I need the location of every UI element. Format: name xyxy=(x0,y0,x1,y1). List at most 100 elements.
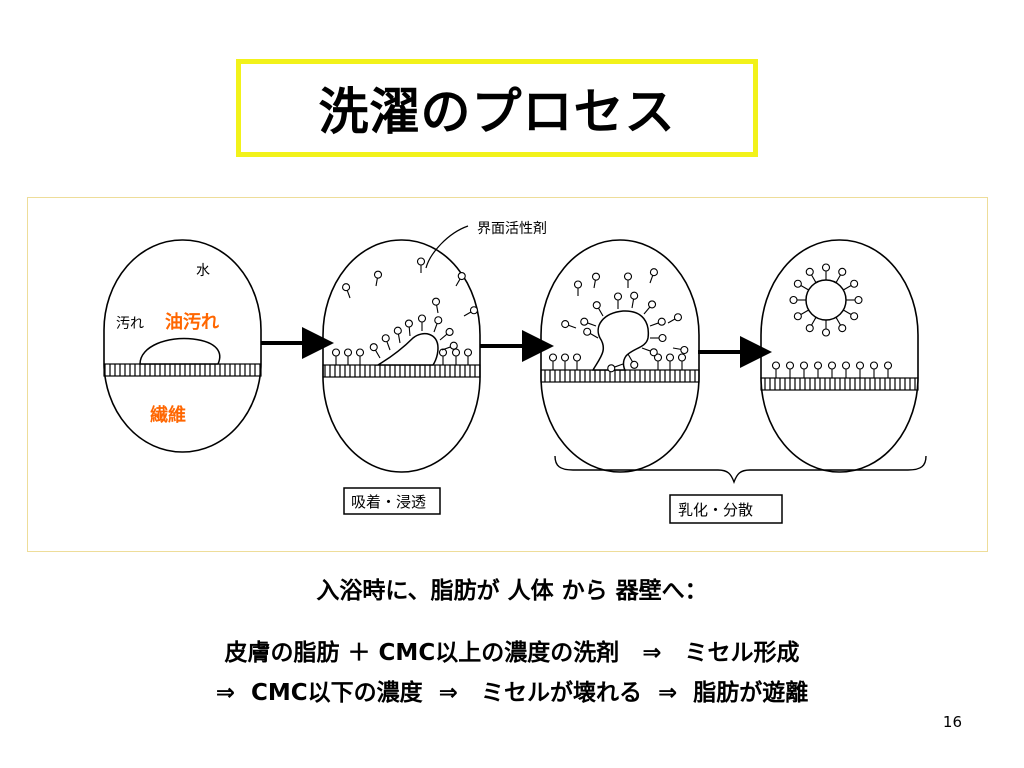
surfactant-molecule xyxy=(463,306,479,317)
stage-3-cell xyxy=(540,239,700,473)
surfactant-molecule xyxy=(404,319,413,337)
stage-2-fiber-band xyxy=(322,364,481,378)
surfactant-molecule xyxy=(672,345,689,355)
surfactant-label: 界面活性剤 xyxy=(477,221,547,237)
surfactant-molecule xyxy=(439,327,454,341)
surfactant-molecule xyxy=(846,295,863,305)
surfactant-molecule xyxy=(342,283,351,299)
stage-2-adsorption xyxy=(322,239,481,473)
surfactant-molecule xyxy=(331,348,341,365)
surfactant-molecule xyxy=(653,353,663,370)
page-number: 16 xyxy=(942,713,962,731)
stage-4-cell xyxy=(760,239,919,473)
surfactant-molecule xyxy=(343,348,353,365)
stage-2-oil-blob xyxy=(375,332,439,366)
surfactant-molecule xyxy=(369,343,381,359)
surfactant-molecule xyxy=(827,361,837,378)
surfactant-molecule xyxy=(835,267,847,283)
surfactant-molecule xyxy=(771,361,781,378)
diagram-canvas: 水 汚れ 油汚れ 繊維 界面活性剤 xyxy=(103,221,927,524)
emulsify-box xyxy=(669,494,783,524)
surfactant-molecule xyxy=(592,301,604,317)
oil-dirt-label: 油汚れ xyxy=(165,311,219,333)
surfactant-molecule xyxy=(665,353,675,370)
surfactant-molecule xyxy=(441,341,458,351)
surfactant-molecule xyxy=(869,361,879,378)
surfactant-leader-line xyxy=(425,225,469,269)
washing-process-diagram: 水 汚れ 油汚れ 繊維 界面活性剤 xyxy=(27,197,988,552)
body-line-2: 皮膚の脂肪 ＋ CMC以上の濃度の洗剤 ⇒ ミセル形成 xyxy=(224,640,800,666)
surfactant-molecule xyxy=(431,297,441,314)
surfactant-molecule xyxy=(841,361,851,378)
stage-1-oil-blob xyxy=(139,337,221,365)
stage-3-oil-blob xyxy=(591,310,650,371)
surfactant-molecule xyxy=(821,263,831,280)
surfactant-molecule xyxy=(843,309,859,321)
surfactant-molecule xyxy=(613,292,623,309)
body-line-3: ⇒ CMC以下の濃度 ⇒ ミセルが壊れる ⇒ 脂肪が遊離 xyxy=(215,680,809,706)
surfactant-molecule xyxy=(591,272,601,289)
surfactant-molecule xyxy=(641,347,658,357)
surfactant-molecule xyxy=(805,317,817,333)
surfactant-molecule xyxy=(623,272,633,288)
surfactant-molecule xyxy=(835,317,847,333)
surfactant-molecule xyxy=(793,279,809,291)
surfactant-molecule xyxy=(548,353,558,370)
surfactant-molecule xyxy=(455,271,466,287)
surfactant-molecule xyxy=(417,314,427,331)
adsorption-box xyxy=(343,487,441,515)
stage-4-fiber-band xyxy=(760,377,919,391)
stage-1-initial: 水 汚れ 油汚れ 繊維 xyxy=(103,239,262,453)
surfactant-molecule xyxy=(667,313,683,324)
surfactant-molecule xyxy=(799,361,809,378)
surfactant-molecule xyxy=(855,361,865,378)
slide-title: 洗濯のプロセス xyxy=(318,83,676,141)
surfactant-molecule xyxy=(821,320,831,337)
surfactant-molecule xyxy=(789,295,806,305)
stage-4-micelle-core xyxy=(805,279,847,321)
dirt-label: 汚れ xyxy=(116,316,144,332)
surfactant-molecule xyxy=(560,353,570,370)
stage-3-fiber-band xyxy=(540,369,700,383)
surfactant-molecule xyxy=(463,348,473,365)
stage-1-fiber-band xyxy=(103,363,262,377)
surfactant-molecule xyxy=(627,353,639,369)
surfactant-molecule xyxy=(451,348,461,365)
fiber-label: 繊維 xyxy=(150,404,186,426)
surfactant-molecule xyxy=(883,361,893,378)
stage-1-cell xyxy=(103,239,262,453)
surfactant-molecule xyxy=(572,353,582,370)
body-line-1: 入浴時に、脂肪が 人体 から 器壁へ： xyxy=(316,578,708,604)
surfactant-molecule xyxy=(573,280,583,296)
surfactant-molecule xyxy=(805,267,817,283)
surfactant-molecule xyxy=(607,363,624,373)
surfactant-molecule xyxy=(649,317,666,327)
surfactant-molecule xyxy=(580,317,597,327)
emulsify-brace xyxy=(554,455,927,484)
surfactant-molecule xyxy=(373,270,383,287)
surfactant-molecule xyxy=(433,316,443,333)
surfactant-molecule xyxy=(355,348,365,365)
surfactant-molecule xyxy=(813,361,823,378)
surfactant-molecule xyxy=(438,348,448,365)
surfactant-molecule xyxy=(643,300,657,315)
surfactant-molecule xyxy=(630,291,639,309)
stage-3-emulsify xyxy=(540,239,700,473)
surfactant-molecule xyxy=(381,334,391,351)
surfactant-molecule xyxy=(650,333,667,343)
emulsify-label: 乳化・分散 xyxy=(678,501,753,519)
surfactant-molecule xyxy=(561,320,577,329)
surfactant-molecule xyxy=(393,326,402,344)
surfactant-molecule xyxy=(677,353,687,370)
surfactant-molecule xyxy=(416,257,426,273)
adsorption-label: 吸着・浸透 xyxy=(351,493,426,511)
surfactant-molecule xyxy=(793,309,809,321)
stage-4-dispersed xyxy=(760,239,919,473)
stage-2-cell xyxy=(322,239,481,473)
surfactant-molecule xyxy=(785,361,795,378)
slide-title-box: 洗濯のプロセス xyxy=(236,59,758,157)
surfactant-molecule xyxy=(583,327,599,339)
surfactant-molecule xyxy=(649,268,658,284)
surfactant-molecule xyxy=(843,279,859,291)
water-label: 水 xyxy=(196,263,210,279)
